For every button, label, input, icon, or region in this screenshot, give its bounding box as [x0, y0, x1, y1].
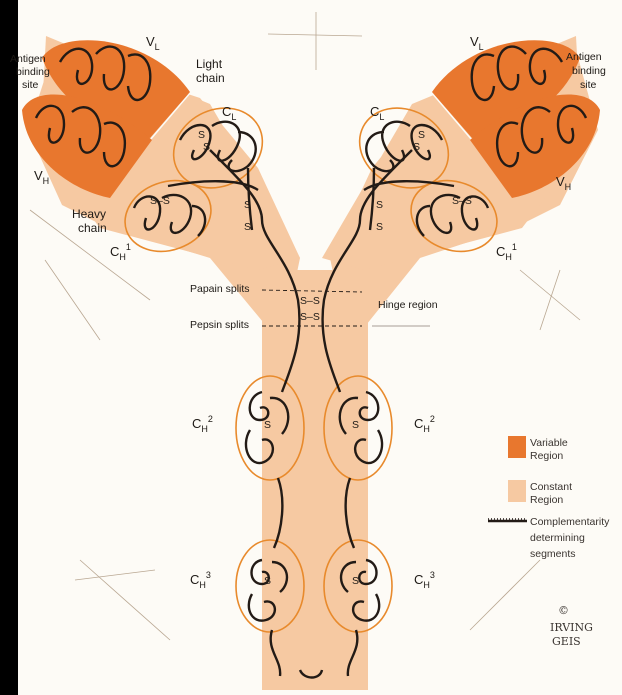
ss-cl-right-2: S	[413, 141, 420, 153]
cl-right-label: CL	[370, 104, 384, 122]
signature-line1: IRVING	[550, 621, 593, 634]
antigen-label-right-l2: binding	[572, 65, 606, 77]
ss-ch2-right: S	[352, 419, 359, 431]
cdr-legend-l3: segments	[530, 548, 576, 560]
ch3-left-label: CH3	[190, 570, 211, 590]
variable-region-swatch	[508, 436, 526, 458]
ch3-right-label: CH3	[414, 570, 435, 590]
ch1-left-label: CH1	[110, 242, 131, 262]
variable-legend-l2: Region	[530, 450, 563, 462]
antigen-label-left-l2: binding	[16, 66, 50, 78]
hinge-region-label: Hinge region	[378, 299, 438, 311]
antigen-label-left-l3: site	[22, 79, 39, 91]
ss-hinge-2: S–S	[300, 311, 320, 323]
heavy-chain-label-l1: Heavy	[72, 207, 106, 221]
ch2-right-label: CH2	[414, 414, 435, 434]
ss-ch3-left: S	[264, 575, 271, 587]
ch2-left-label: CH2	[192, 414, 213, 434]
vl-right-label: VL	[470, 34, 484, 52]
cl-left-label: CL	[222, 104, 236, 122]
ss-cl-left-2: S	[203, 141, 210, 153]
constant-legend-l2: Region	[530, 494, 563, 506]
ss-light-right-2: S	[376, 221, 383, 233]
ss-light-right-1: S	[376, 199, 383, 211]
pepsin-label: Pepsin splits	[190, 319, 249, 331]
constant-legend-l1: Constant	[530, 481, 572, 493]
light-chain-label-l1: Light	[196, 57, 223, 71]
ss-light-left-1: S	[244, 199, 251, 211]
antigen-label-right-l3: site	[580, 79, 597, 91]
cdr-legend-l1: Complementarity	[530, 516, 610, 528]
ss-ch2-left: S	[264, 419, 271, 431]
ch1-right-label: CH1	[496, 242, 517, 262]
cdr-legend-l2: determining	[530, 532, 585, 544]
ss-cl-right: S	[418, 129, 425, 141]
ss-ch3-right: S	[352, 575, 359, 587]
ss-hinge-1: S–S	[300, 295, 320, 307]
ss-light-left-2: S	[244, 221, 251, 233]
light-chain-label-l2: chain	[196, 71, 225, 85]
variable-legend-l1: Variable	[530, 437, 568, 449]
copyright-symbol: ©	[558, 604, 569, 617]
antigen-label-right-l1: Antigen	[566, 51, 602, 63]
ss-cl-left: S	[198, 129, 205, 141]
signature-line2: GEIS	[552, 635, 581, 648]
heavy-chain-label-l2: chain	[78, 221, 107, 235]
constant-region-swatch	[508, 480, 526, 502]
ss-ch1-left: S–S	[150, 195, 170, 207]
antigen-label-left-l1: Antigen	[10, 53, 46, 65]
ss-ch1-right: S–S	[452, 195, 472, 207]
papain-label: Papain splits	[190, 283, 250, 295]
variable-regions	[22, 40, 600, 198]
vl-left-label: VL	[146, 34, 160, 52]
